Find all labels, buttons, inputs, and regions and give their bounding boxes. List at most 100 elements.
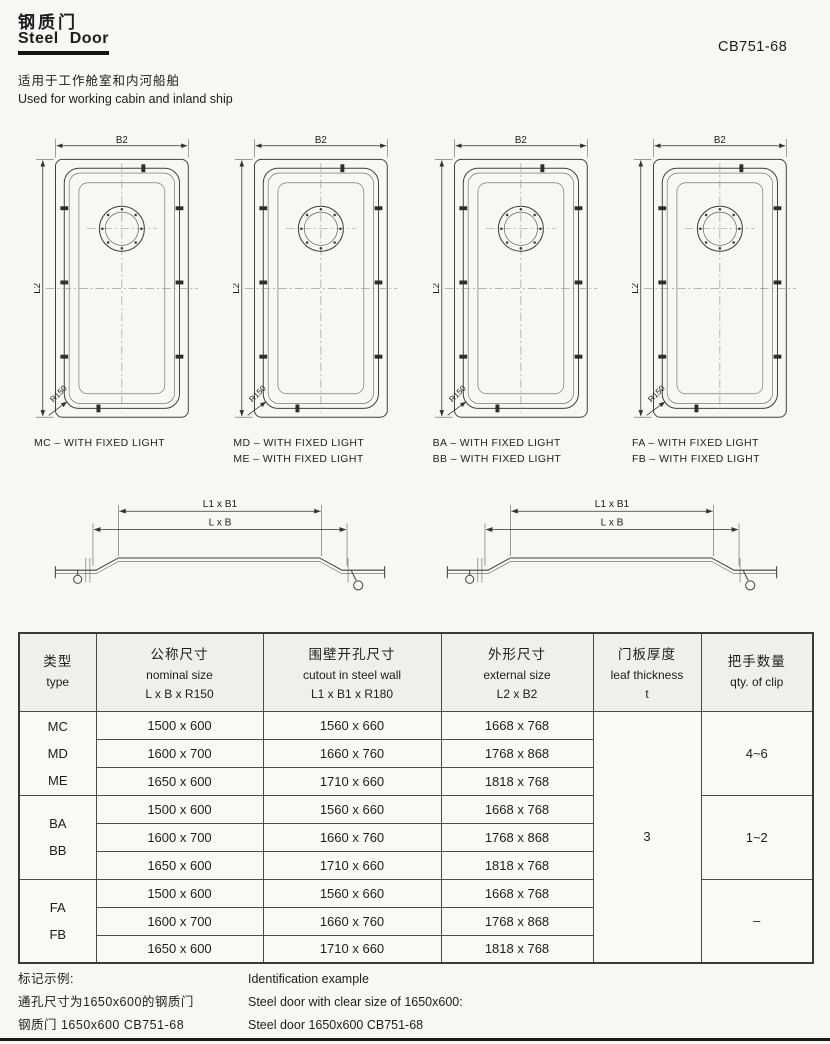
dim-label-lb: L x B (209, 517, 232, 528)
cell-nominal: 1500 x 600 (95, 710, 264, 740)
identification-example-zh: 标记示例: 通孔尺寸为1650x600的钢质门 钢质门 1650x600 CB7… (18, 972, 194, 1041)
table-header-row: 类型 type 公称尺寸 nominal size L x B x R150 围… (18, 632, 814, 712)
header-en: leaf thickness (610, 668, 684, 683)
col-header-qty-of-clip: 把手数量 qty. of clip (700, 632, 814, 712)
cell-nominal: 1500 x 600 (95, 878, 264, 908)
type-cell: MC MD ME (18, 710, 97, 796)
door-caption: FB – WITH FIXED LIGHT (631, 453, 760, 465)
table-row: 1600 x 700 1660 x 760 1768 x 868 (19, 906, 813, 936)
cell-nominal: 1600 x 700 (95, 906, 264, 936)
leaf-thickness-cell: 3 (592, 710, 702, 964)
col-header-type: 类型 type (18, 632, 97, 712)
cell-external: 1668 x 768 (440, 794, 594, 824)
cell-nominal: 1650 x 600 (95, 934, 264, 964)
type-cell: FA FB (18, 878, 97, 964)
header-en: type (46, 675, 70, 690)
dim-label-b2: B2 (714, 135, 726, 146)
example-line1-en: Steel door with clear size of 1650x600: (248, 995, 463, 1009)
header-en: qty. of clip (730, 675, 784, 690)
door-caption: FA – WITH FIXED LIGHT (631, 437, 759, 449)
section-diagram: L1 x B1 L x B (438, 499, 786, 621)
dim-label-l1b1: L1 x B1 (595, 499, 630, 510)
subtitle-en: Used for working cabin and inland ship (18, 92, 233, 106)
standard-number: CB751-68 (718, 39, 788, 55)
dim-label-l2: L2 (433, 283, 442, 294)
cell-external: 1818 x 768 (440, 934, 594, 964)
table-row: 1600 x 700 1660 x 760 1768 x 868 (19, 738, 813, 768)
header-sub: t (645, 687, 649, 702)
dim-label-b2: B2 (116, 135, 128, 146)
cell-external: 1668 x 768 (440, 878, 594, 908)
cell-nominal: 1600 x 700 (95, 738, 264, 768)
door-diagram: B2 L2 R150 (632, 135, 798, 427)
dim-label-lb: L x B (601, 517, 624, 528)
header-en: cutout in steel wall (302, 668, 402, 683)
qty-cell: – (700, 878, 814, 964)
cell-nominal: 1650 x 600 (95, 850, 264, 880)
type-cell: BA BB (18, 794, 97, 880)
header-zh: 外形尺寸 (488, 647, 546, 663)
cell-external: 1768 x 868 (440, 906, 594, 936)
section-diagrams-row: L1 x B1 L x B L1 x B1 L x B (46, 497, 786, 621)
header-en: nominal size (146, 668, 213, 683)
door-caption: MD – WITH FIXED LIGHT (233, 437, 365, 449)
header-sub: L2 x B2 (496, 687, 538, 702)
type-label: MD (47, 745, 68, 761)
door-caption: BA – WITH FIXED LIGHT (432, 437, 561, 449)
cell-external: 1818 x 768 (440, 850, 594, 880)
cell-external: 1818 x 768 (440, 766, 594, 796)
door-captions: BA – WITH FIXED LIGHT BB – WITH FIXED LI… (421, 435, 611, 467)
example-line1-zh: 通孔尺寸为1650x600的钢质门 (18, 995, 194, 1009)
example-label-en: Identification example (248, 972, 369, 986)
header-zh: 门板厚度 (618, 647, 676, 663)
section-diagram: L1 x B1 L x B (46, 499, 394, 621)
spec-table: 类型 type 公称尺寸 nominal size L x B x R150 围… (18, 632, 814, 964)
header-zh: 把手数量 (727, 654, 786, 670)
table-row: FA FB 1500 x 600 1560 x 660 1668 x 768 – (18, 878, 814, 964)
dim-label-l2: L2 (233, 283, 242, 294)
header-sub: L1 x B1 x R180 (310, 687, 394, 702)
qty-cell: 1~2 (700, 794, 814, 880)
identification-example-en: Identification example Steel door with c… (248, 972, 463, 1041)
header-sub: L x B x R150 (145, 687, 214, 702)
example-line2-zh: 钢质门 1650x600 CB751-68 (18, 1018, 185, 1032)
cell-cutout: 1660 x 760 (262, 822, 442, 852)
example-line2-en: Steel door 1650x600 CB751-68 (248, 1018, 424, 1032)
type-label: BB (49, 843, 67, 858)
header-en: external size (483, 668, 551, 683)
type-label: BA (49, 816, 67, 831)
col-header-external-size: 外形尺寸 external size L2 x B2 (440, 632, 594, 712)
cell-cutout: 1560 x 660 (262, 878, 442, 908)
door-diagram: B2 L2 R150 (233, 135, 399, 427)
page-bottom-rule (0, 1038, 830, 1041)
door-captions: FA – WITH FIXED LIGHT FB – WITH FIXED LI… (620, 435, 810, 467)
header-zh: 围壁开孔尺寸 (308, 647, 396, 663)
cell-external: 1768 x 868 (440, 822, 594, 852)
cell-cutout: 1710 x 660 (262, 850, 442, 880)
table-row: BA BB 1500 x 600 1560 x 660 1668 x 768 1… (18, 794, 814, 880)
door-figure-md-me: B2 L2 R150 MD – WITH FIXED LIGHT ME – WI… (221, 134, 411, 467)
door-caption: MC – WITH FIXED LIGHT (34, 437, 165, 449)
door-caption: ME – WITH FIXED LIGHT (233, 453, 364, 465)
door-captions: MD – WITH FIXED LIGHT ME – WITH FIXED LI… (221, 435, 411, 467)
col-header-leaf-thickness: 门板厚度 leaf thickness t (592, 632, 702, 712)
cell-nominal: 1650 x 600 (95, 766, 264, 796)
subtitle-zh: 适用于工作舱室和内河船舶 (18, 74, 181, 88)
dim-label-l1b1: L1 x B1 (203, 499, 238, 510)
door-diagrams-row: B2 L2 R150 MC – WITH FIXED LIGHT B2 L2 R… (22, 134, 810, 467)
page-title-zh: 钢质门 (18, 13, 78, 32)
col-header-cutout: 围壁开孔尺寸 cutout in steel wall L1 x B1 x R1… (262, 632, 442, 712)
door-figure-ba-bb: B2 L2 R150 BA – WITH FIXED LIGHT BB – WI… (421, 134, 611, 467)
cell-cutout: 1660 x 760 (262, 906, 442, 936)
cell-nominal: 1600 x 700 (95, 822, 264, 852)
type-label: FA (49, 899, 66, 915)
cell-external: 1668 x 768 (440, 710, 594, 740)
dim-label-l2: L2 (34, 283, 43, 294)
dim-label-b2: B2 (515, 135, 527, 146)
door-captions: MC – WITH FIXED LIGHT (22, 435, 212, 451)
dim-label-l2: L2 (632, 283, 641, 294)
door-figure-mc: B2 L2 R150 MC – WITH FIXED LIGHT (22, 134, 212, 467)
col-header-nominal-size: 公称尺寸 nominal size L x B x R150 (95, 632, 264, 712)
cell-cutout: 1560 x 660 (262, 710, 442, 740)
door-caption: BB – WITH FIXED LIGHT (432, 453, 562, 465)
